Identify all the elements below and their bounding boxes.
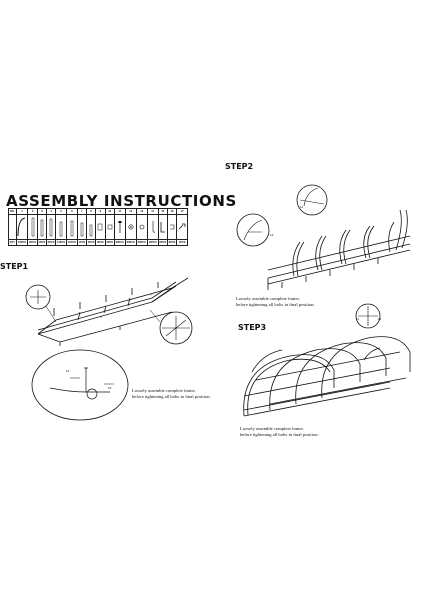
step3-note: Loosely assemble complete frame, before … bbox=[240, 426, 319, 437]
step2-detail-bubble-b bbox=[296, 184, 328, 216]
parts-picture-row bbox=[8, 214, 188, 240]
step1-base-frame-drawing bbox=[37, 277, 189, 346]
callout: 12 bbox=[378, 317, 382, 321]
parts-table: NO. 1 2 3 4 5 6 7 8 9 10 11 12 13 14 15 … bbox=[8, 208, 188, 246]
callout: 7 bbox=[150, 293, 152, 297]
part-quantity: 20PCS bbox=[135, 239, 148, 246]
step2-frame-drawing bbox=[267, 209, 411, 290]
step1-detail-bubble-a bbox=[25, 284, 51, 310]
step3-detail-bubble bbox=[355, 303, 381, 329]
callout: 11 bbox=[356, 317, 359, 321]
step2-note: Loosely assemble complete frame, before … bbox=[236, 296, 315, 307]
parts-quantity-row: QTY 10PCS 6PCS 2PCS 2PCS 11PCS 11PCS 1PC… bbox=[8, 239, 188, 246]
part-quantity: 2PCS bbox=[45, 239, 57, 246]
callout: 15 bbox=[108, 386, 112, 390]
callout: 2 bbox=[46, 325, 48, 329]
step3-label: STEP3 bbox=[238, 323, 267, 332]
step1-note: Loosely assemble complete frame, before … bbox=[132, 388, 211, 399]
part-quantity: 8PCS bbox=[166, 239, 178, 246]
step1-detail-bubble-b bbox=[159, 311, 193, 345]
part-quantity: 1PCS bbox=[176, 239, 188, 246]
step2-detail-bubble-a bbox=[236, 213, 270, 247]
step3-tunnel-drawing bbox=[243, 336, 411, 417]
part-quantity: 60PCS bbox=[124, 239, 137, 246]
callout: 14 bbox=[66, 369, 70, 373]
callout: 13 bbox=[270, 233, 274, 237]
callout: 11 bbox=[300, 205, 303, 209]
part-quantity: 4PCS bbox=[104, 239, 115, 246]
step1-magnified-joint bbox=[31, 349, 129, 421]
step1-label: STEP1 bbox=[0, 262, 29, 271]
callout: 5 bbox=[100, 315, 102, 319]
document-title: ASSEMBLY INSTRUCTIONS bbox=[6, 192, 237, 210]
step2-label: STEP2 bbox=[225, 162, 254, 171]
